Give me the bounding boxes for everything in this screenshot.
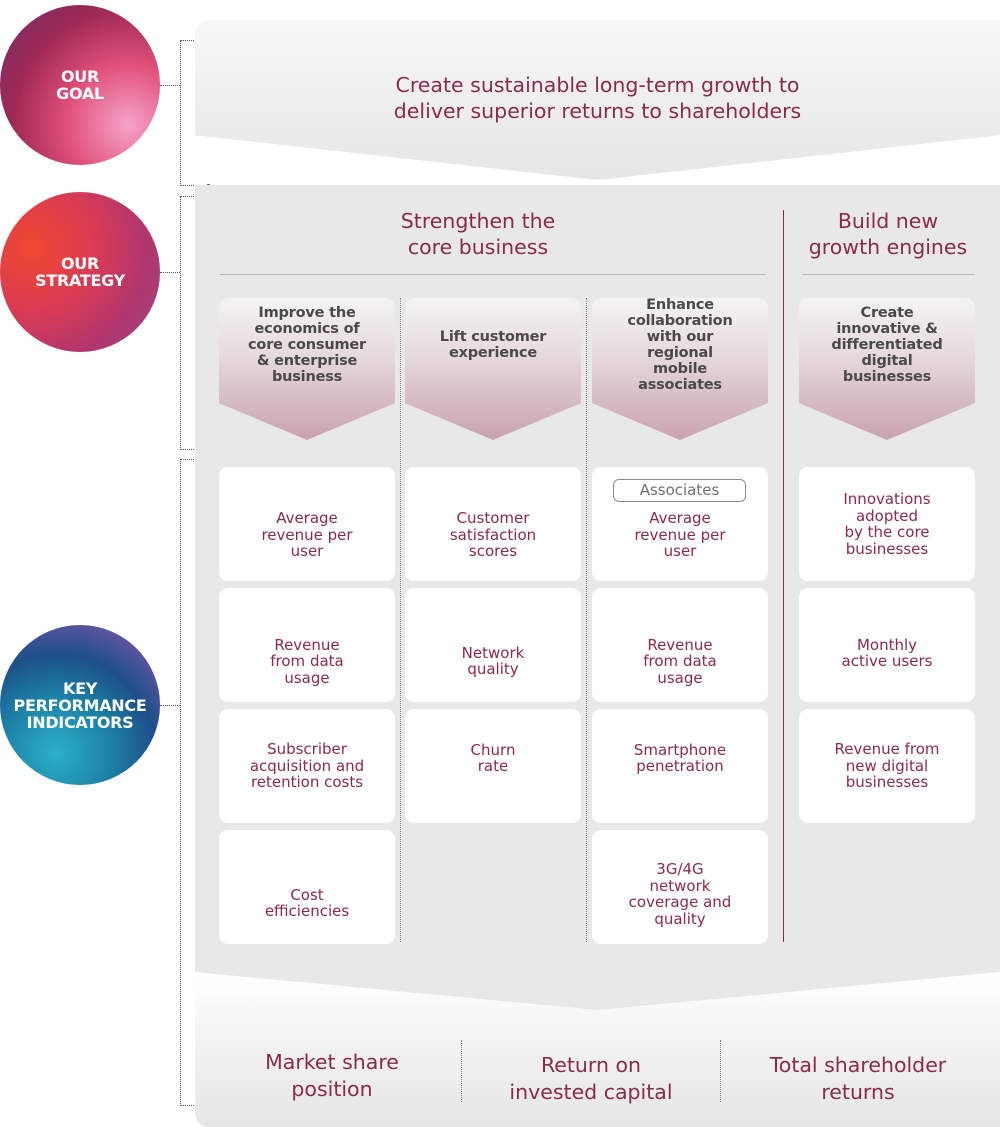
goal-label: OUR GOAL: [56, 67, 104, 103]
kpi-card-text: Average revenue per user: [261, 509, 353, 561]
column-separator-1: [400, 298, 401, 942]
growth-engines-rule: [802, 274, 975, 275]
growth-separator: [783, 210, 784, 942]
goal-bracket: [180, 40, 208, 186]
kpi-card: Innovations adopted by the core business…: [799, 467, 975, 581]
kpi-card-text: Churn rate: [470, 740, 516, 775]
strategy-circle: OUR STRATEGY: [0, 192, 160, 352]
kpi-card: Revenue from new digital businesses: [799, 709, 975, 823]
strategy-bracket-tick: [160, 272, 180, 273]
outcome-roic: Return on invested capital: [509, 1053, 673, 1104]
kpi-card: Revenue from data usage: [592, 588, 768, 702]
kpi-card-text: Revenue from data usage: [270, 635, 344, 687]
kpi-bracket: [180, 459, 208, 1106]
kpi-card-text: Innovations adopted by the core business…: [843, 490, 931, 558]
kpi-card-text: Customer satisfaction scores: [449, 509, 537, 561]
pillar-label-associates: Enhance collaboration with our regional …: [627, 297, 733, 393]
kpi-card-text: Revenue from new digital businesses: [834, 740, 940, 792]
pillar-label-experience: Lift customer experience: [439, 329, 547, 361]
kpi-card-text: Cost efficiencies: [264, 885, 350, 920]
kpi-card: Subscriber acquisition and retention cos…: [219, 709, 395, 823]
pillar-label-economics: Improve the economics of core consumer &…: [248, 305, 366, 385]
strategy-bracket: [180, 196, 208, 450]
core-business-rule: [220, 274, 766, 275]
strategy-label: OUR STRATEGY: [35, 254, 125, 290]
goal-circle: OUR GOAL: [0, 5, 160, 165]
outcome-market-share: Market share position: [265, 1050, 399, 1101]
kpi-card: Customer satisfaction scores: [405, 467, 581, 581]
kpi-card-text: Monthly active users: [841, 635, 933, 670]
kpi-card: Monthly active users: [799, 588, 975, 702]
kpi-card-text: Average revenue per user: [634, 509, 726, 561]
outcome-tsr: Total shareholder returns: [769, 1053, 947, 1104]
kpi-card: Revenue from data usage: [219, 588, 395, 702]
kpi-card: 3G/4G network coverage and quality: [592, 830, 768, 944]
pillar-label-digital: Create innovative & differentiated digit…: [831, 305, 943, 385]
column-separator-2: [586, 298, 587, 942]
kpi-circle: KEY PERFORMANCE INDICATORS: [0, 625, 160, 785]
growth-engines-title: Build new growth engines: [808, 209, 968, 259]
associates-badge: Associates: [613, 479, 746, 502]
kpi-card: Network quality: [405, 588, 581, 702]
kpi-card: Average revenue per user: [219, 467, 395, 581]
kpi-card-text: Smartphone penetration: [633, 740, 727, 775]
kpi-card: Smartphone penetration: [592, 709, 768, 823]
kpi-card-text: Revenue from data usage: [643, 635, 717, 687]
outcome-separator-2: [720, 1040, 721, 1102]
goal-text: Create sustainable long-term growth to d…: [393, 73, 802, 123]
kpi-card: Cost efficiencies: [219, 830, 395, 944]
kpi-card-text: Network quality: [461, 643, 525, 678]
core-business-title: Strengthen the core business: [400, 209, 556, 259]
kpi-label: KEY PERFORMANCE INDICATORS: [13, 678, 147, 732]
kpi-bracket-tick: [160, 705, 180, 706]
goal-bracket-tick: [160, 85, 180, 86]
kpi-card: Churn rate: [405, 709, 581, 823]
kpi-card-text: 3G/4G network coverage and quality: [628, 860, 732, 928]
outcome-separator-1: [461, 1040, 462, 1102]
kpi-card-text: Subscriber acquisition and retention cos…: [249, 740, 365, 792]
